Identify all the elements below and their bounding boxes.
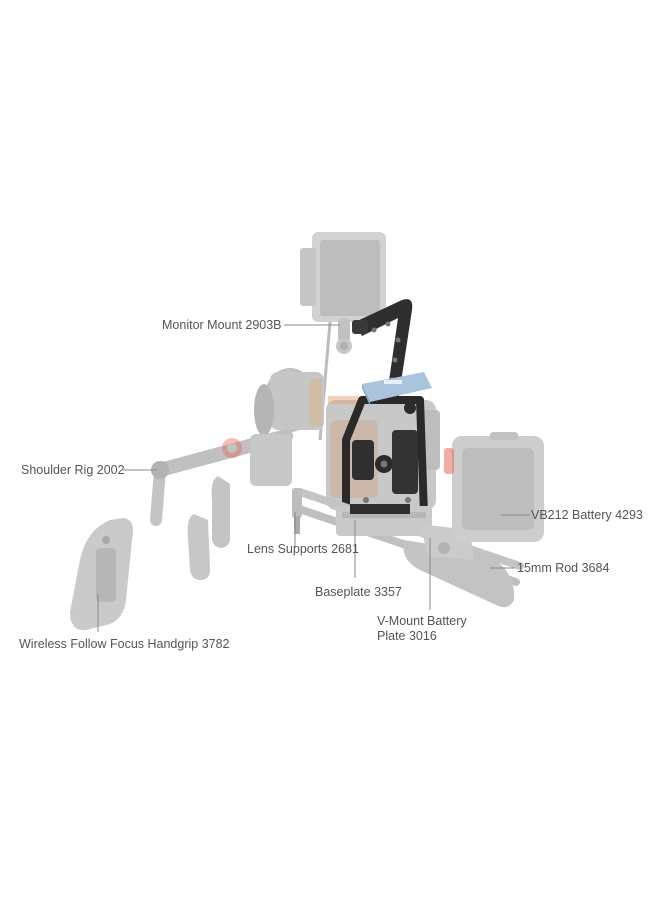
label-v-mount-plate: V-Mount Battery Plate 3016 <box>377 614 467 644</box>
monitor-illustration <box>300 232 386 441</box>
label-monitor-mount: Monitor Mount 2903B <box>162 318 282 332</box>
label-15mm-rod: 15mm Rod 3684 <box>517 561 610 575</box>
label-vb212-battery: VB212 Battery 4293 <box>531 508 643 522</box>
label-shoulder-rig: Shoulder Rig 2002 <box>21 463 125 477</box>
label-v-mount-plate-line1: V-Mount Battery <box>377 614 467 628</box>
monitor-mount-illustration <box>336 318 352 354</box>
label-lens-supports: Lens Supports 2681 <box>247 542 359 556</box>
callout-leader-lines <box>97 324 530 632</box>
top-handle-illustration <box>352 299 413 402</box>
cold-shoe-plate-illustration <box>362 372 432 406</box>
label-handgrip: Wireless Follow Focus Handgrip 3782 <box>19 637 230 651</box>
label-baseplate: Baseplate 3357 <box>315 585 402 599</box>
handgrip-illustration <box>70 518 133 631</box>
label-v-mount-plate-line2: Plate 3016 <box>377 629 437 643</box>
battery-illustration <box>444 432 544 542</box>
shoulder-rig-illustration <box>150 429 293 580</box>
